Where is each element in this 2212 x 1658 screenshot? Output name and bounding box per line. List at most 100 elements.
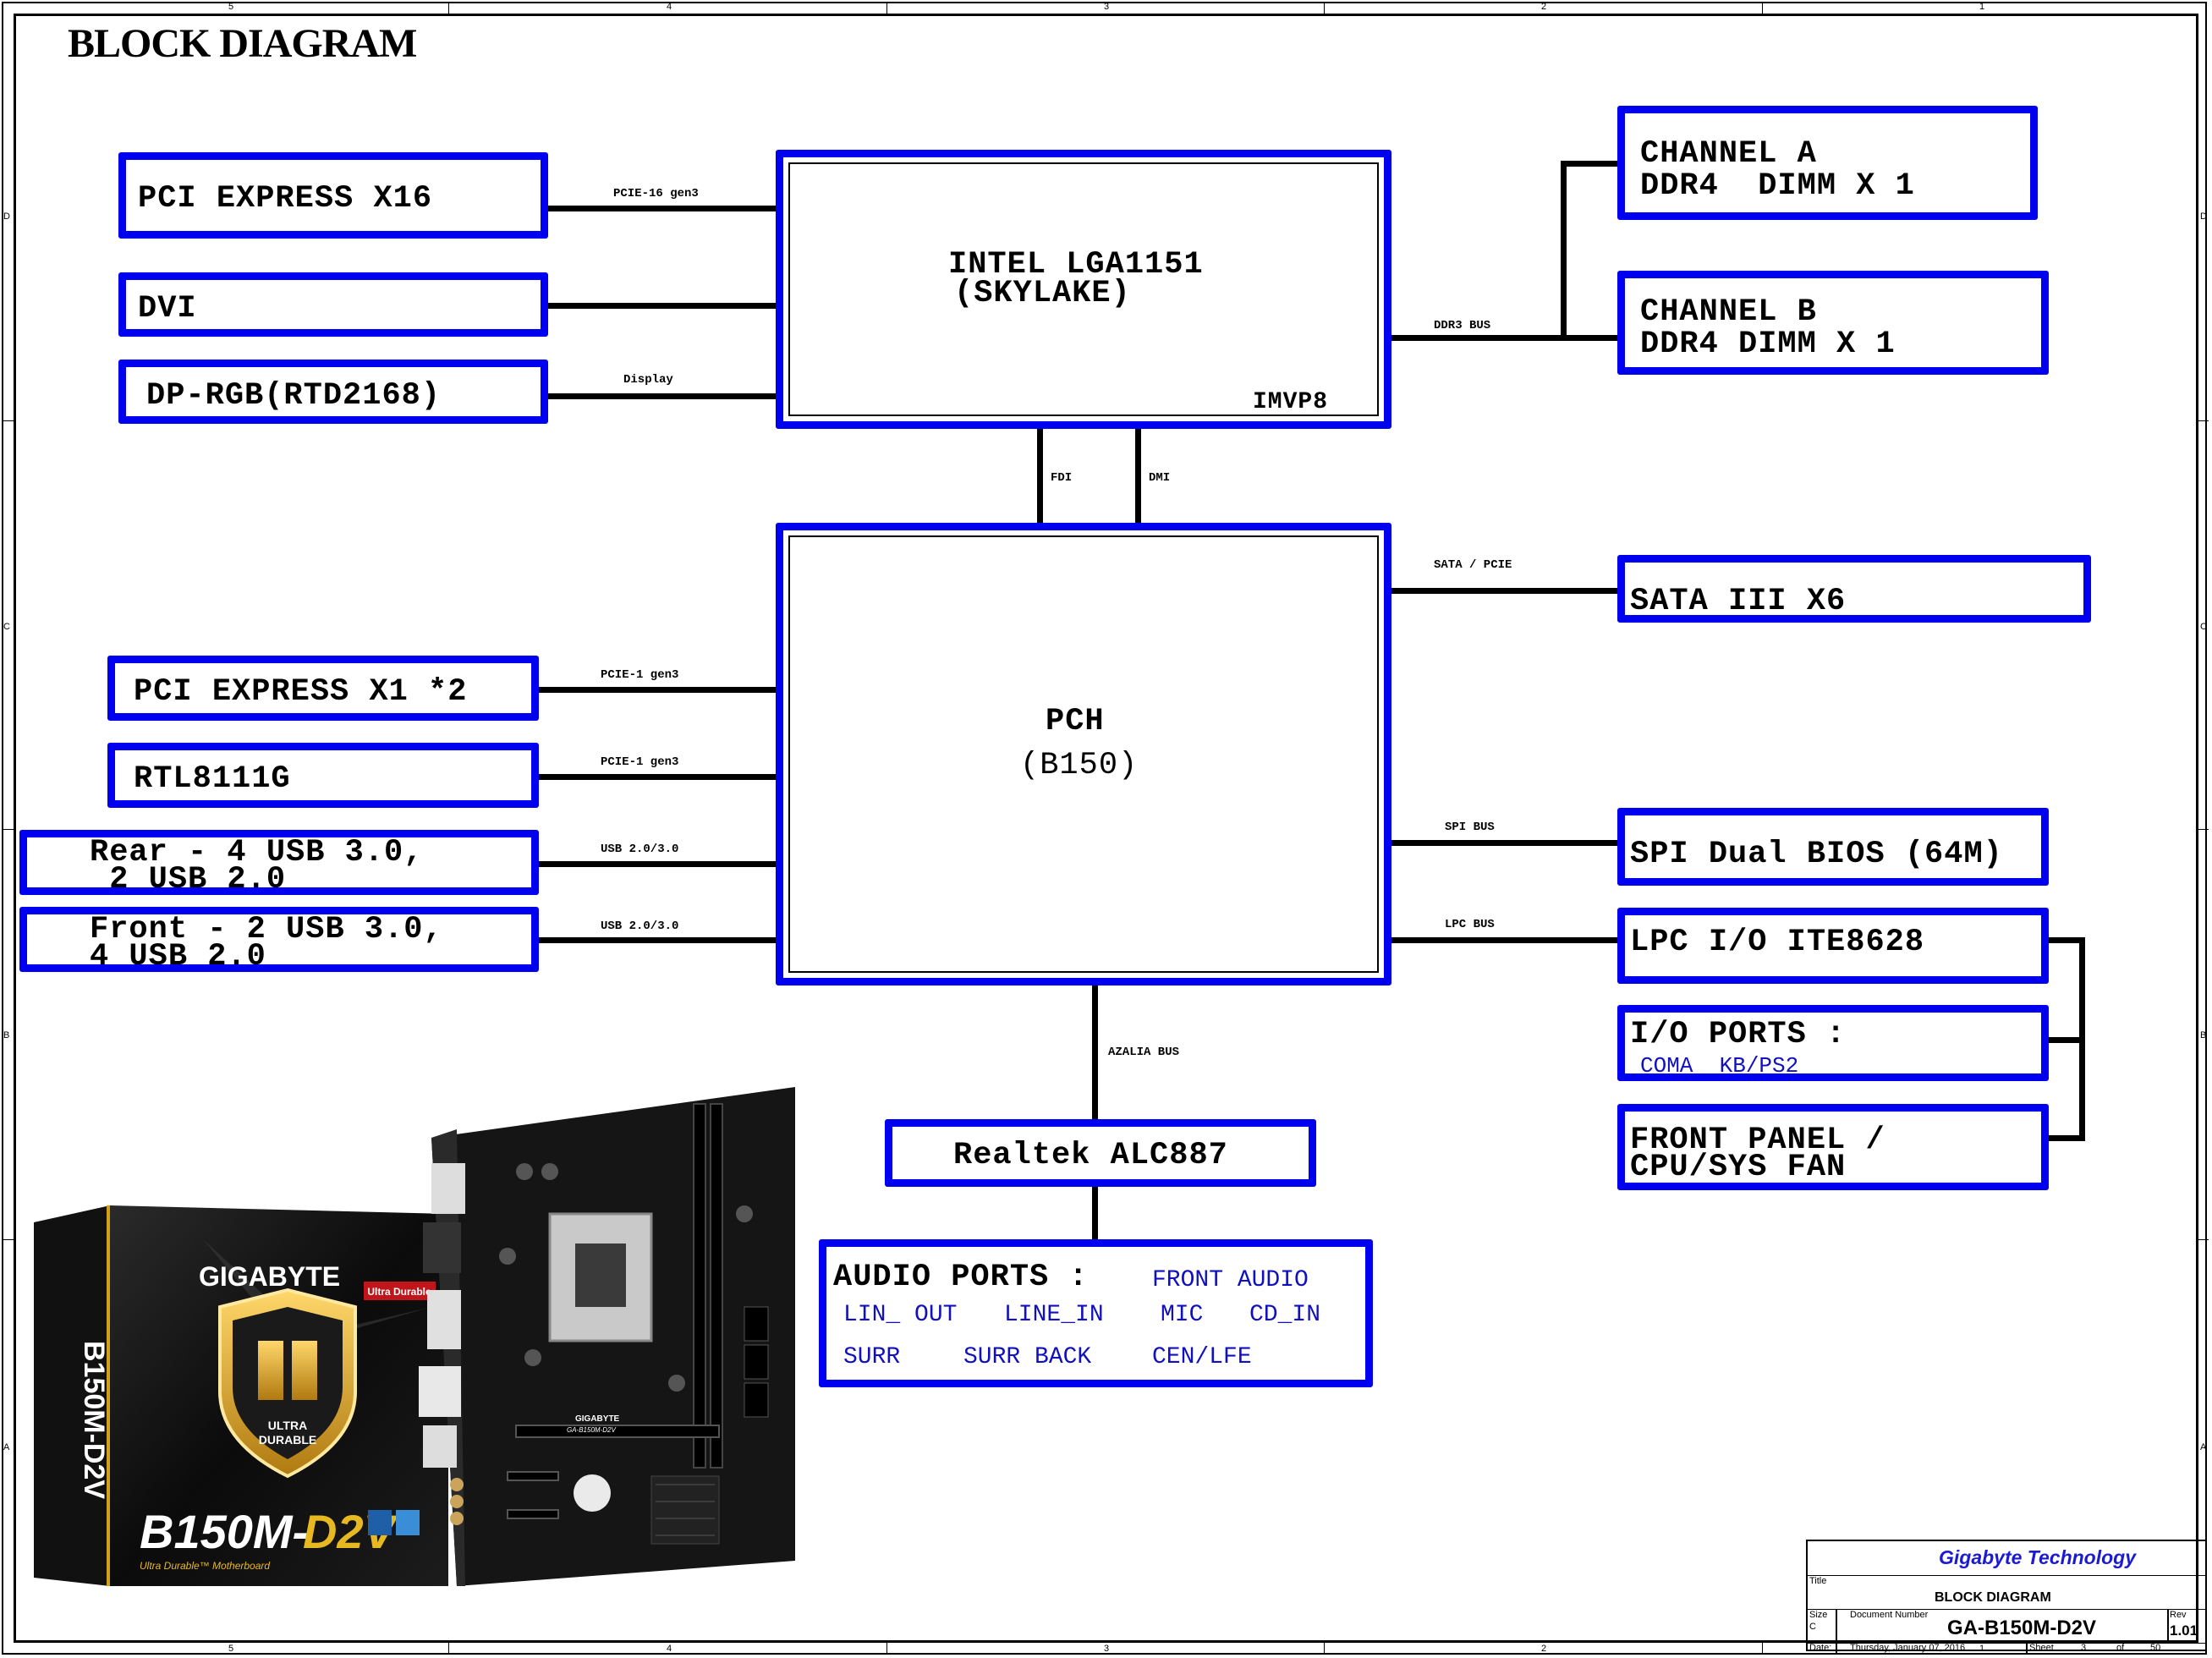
- ruler-row-label: A: [3, 1442, 10, 1452]
- block-label: PCI EXPRESS X1 *2: [134, 674, 468, 710]
- wire-front-panel: [2043, 1135, 2085, 1141]
- block-rear-usb[interactable]: Rear - 4 USB 3.0, 2 USB 2.0: [19, 830, 539, 898]
- wire-fdi: [1037, 423, 1043, 529]
- wire-channel-a: [1561, 161, 1624, 167]
- of-label: of: [2116, 1643, 2125, 1653]
- ruler-row-label: D: [2200, 211, 2207, 222]
- date-value: Thursday, January 07, 2016: [1850, 1643, 1966, 1653]
- ruler-row-label: C: [3, 622, 10, 632]
- rev-value: 1.01: [2170, 1622, 2198, 1639]
- block-label: I/O PORTS :: [1630, 1017, 1847, 1052]
- sheet-total: 50: [2150, 1643, 2161, 1653]
- block-label: 4 USB 2.0: [90, 939, 266, 974]
- wire-display: [541, 393, 782, 399]
- bus-label-sata-pcie: SATA / PCIE: [1434, 558, 1512, 572]
- block-channel-b[interactable]: CHANNEL B DDR4 DIMM X 1: [1617, 271, 2049, 375]
- audio-port: FRONT AUDIO: [1152, 1267, 1309, 1293]
- io-ports-list: COMA KB/PS2: [1640, 1053, 1799, 1079]
- title-label: Title: [1809, 1576, 1827, 1586]
- wire-sata-pcie: [1386, 588, 1624, 594]
- block-io-ports[interactable]: I/O PORTS : COMA KB/PS2: [1617, 1005, 2049, 1081]
- svg-text:Ultra Durable: Ultra Durable: [367, 1286, 431, 1298]
- block-label: 2 USB 2.0: [90, 862, 287, 898]
- bus-label-lpc: LPC BUS: [1445, 918, 1495, 931]
- block-rtl8111g[interactable]: RTL8111G: [107, 743, 539, 808]
- svg-text:GA-B150M-D2V: GA-B150M-D2V: [567, 1426, 616, 1434]
- audio-port: SURR: [843, 1344, 901, 1370]
- svg-text:DURABLE: DURABLE: [259, 1433, 316, 1447]
- block-front-panel[interactable]: FRONT PANEL / CPU/SYS FAN: [1617, 1104, 2049, 1190]
- bus-label-pcie16: PCIE-16 gen3: [613, 187, 699, 200]
- block-cpu[interactable]: INTEL LGA1151 (SKYLAKE) IMVP8: [776, 150, 1391, 429]
- company-name: Gigabyte Technology: [1939, 1546, 2137, 1568]
- block-inner-frame: [788, 535, 1379, 973]
- block-audio-ports[interactable]: AUDIO PORTS : FRONT AUDIO LIN_ OUT LINE_…: [819, 1239, 1373, 1387]
- ruler-col-label: 3: [1104, 2, 1110, 12]
- ruler-divider: [1324, 1643, 1325, 1655]
- ruler-divider: [448, 1643, 449, 1655]
- sheet-number: 3: [2081, 1643, 2087, 1653]
- ruler-divider: [1762, 2, 1763, 14]
- bus-label-dmi: DMI: [1149, 471, 1171, 485]
- block-label: RTL8111G: [134, 761, 291, 797]
- box-brand-text: GIGABYTE: [199, 1261, 340, 1292]
- wire-dvi: [541, 303, 782, 309]
- ruler-divider: [1762, 1643, 1763, 1655]
- block-inner-frame: [788, 162, 1379, 416]
- block-sata[interactable]: SATA III X6: [1617, 555, 2091, 623]
- ruler-divider: [2, 1239, 14, 1240]
- wire-pcie16: [541, 206, 782, 211]
- cpu-label: (SKYLAKE): [954, 276, 1131, 311]
- bus-label-pcie1: PCIE-1 gen3: [601, 755, 679, 769]
- sheet-border-inner: [14, 14, 2198, 1643]
- block-pch[interactable]: PCH (B150): [776, 523, 1391, 985]
- ruler-divider: [886, 2, 887, 14]
- block-label: Front - 2 USB 3.0,: [90, 912, 443, 947]
- pch-label: PCH: [1046, 704, 1105, 739]
- svg-text:Ultra Durable™ Motherboard: Ultra Durable™ Motherboard: [140, 1560, 270, 1572]
- block-dp-rgb[interactable]: DP-RGB(RTD2168): [118, 360, 548, 424]
- ruler-divider: [2, 829, 14, 830]
- wire-pcie1-b: [533, 774, 782, 780]
- doc-number-label: Document Number: [1850, 1610, 1929, 1620]
- bus-label-spi: SPI BUS: [1445, 821, 1495, 834]
- block-pcie-x16[interactable]: PCI EXPRESS X16: [118, 152, 548, 239]
- block-lpc-io[interactable]: LPC I/O ITE8628: [1617, 908, 2049, 984]
- product-photo: ULTRA DURABLE GIGABYTE Ultra Durable B15…: [34, 1087, 812, 1595]
- block-realtek[interactable]: Realtek ALC887: [885, 1119, 1316, 1187]
- block-label: DVI: [138, 291, 197, 327]
- wire-lpc-out: [2043, 937, 2085, 943]
- audio-port: CD_IN: [1249, 1302, 1321, 1328]
- bus-label-fdi: FDI: [1051, 471, 1073, 485]
- title-block-doc-row: [1808, 1609, 2205, 1644]
- rev-label: Rev: [2170, 1610, 2187, 1620]
- ruler-divider: [2197, 829, 2209, 830]
- bus-label-usb: USB 2.0/3.0: [601, 920, 679, 933]
- sheet-label: Sheet: [2029, 1643, 2054, 1653]
- wire-usb-front: [533, 937, 782, 943]
- ruler-row-label: B: [3, 1030, 10, 1040]
- audio-port: MIC: [1161, 1302, 1204, 1328]
- block-label: LPC I/O ITE8628: [1630, 925, 1925, 960]
- block-front-usb[interactable]: Front - 2 USB 3.0, 4 USB 2.0: [19, 907, 539, 974]
- block-label: PCI EXPRESS X16: [138, 181, 433, 217]
- block-label: Realtek ALC887: [953, 1138, 1228, 1173]
- ruler-col-label: 5: [228, 2, 234, 12]
- block-pcie-x1[interactable]: PCI EXPRESS X1 *2: [107, 656, 539, 721]
- block-dvi[interactable]: DVI: [118, 272, 548, 337]
- block-channel-a[interactable]: CHANNEL A DDR4 DIMM X 1: [1617, 106, 2038, 220]
- block-spi-bios[interactable]: SPI Dual BIOS (64M): [1617, 808, 2049, 886]
- wire-io-ports: [2043, 1037, 2085, 1043]
- block-label: FRONT PANEL /: [1630, 1123, 1885, 1158]
- wire-usb-rear: [533, 861, 782, 867]
- box-model-text: B150M-: [140, 1505, 308, 1558]
- block-label: DDR4 DIMM X 1: [1640, 327, 1896, 362]
- block-label: AUDIO PORTS :: [833, 1260, 1089, 1295]
- ruler-col-label: 1: [1979, 2, 1985, 12]
- block-label: SATA III X6: [1630, 584, 1847, 619]
- wire-dmi: [1135, 423, 1141, 529]
- bus-label-pcie1: PCIE-1 gen3: [601, 668, 679, 682]
- ruler-col-label: 2: [1541, 2, 1547, 12]
- ruler-col-label: 2: [1541, 1644, 1547, 1654]
